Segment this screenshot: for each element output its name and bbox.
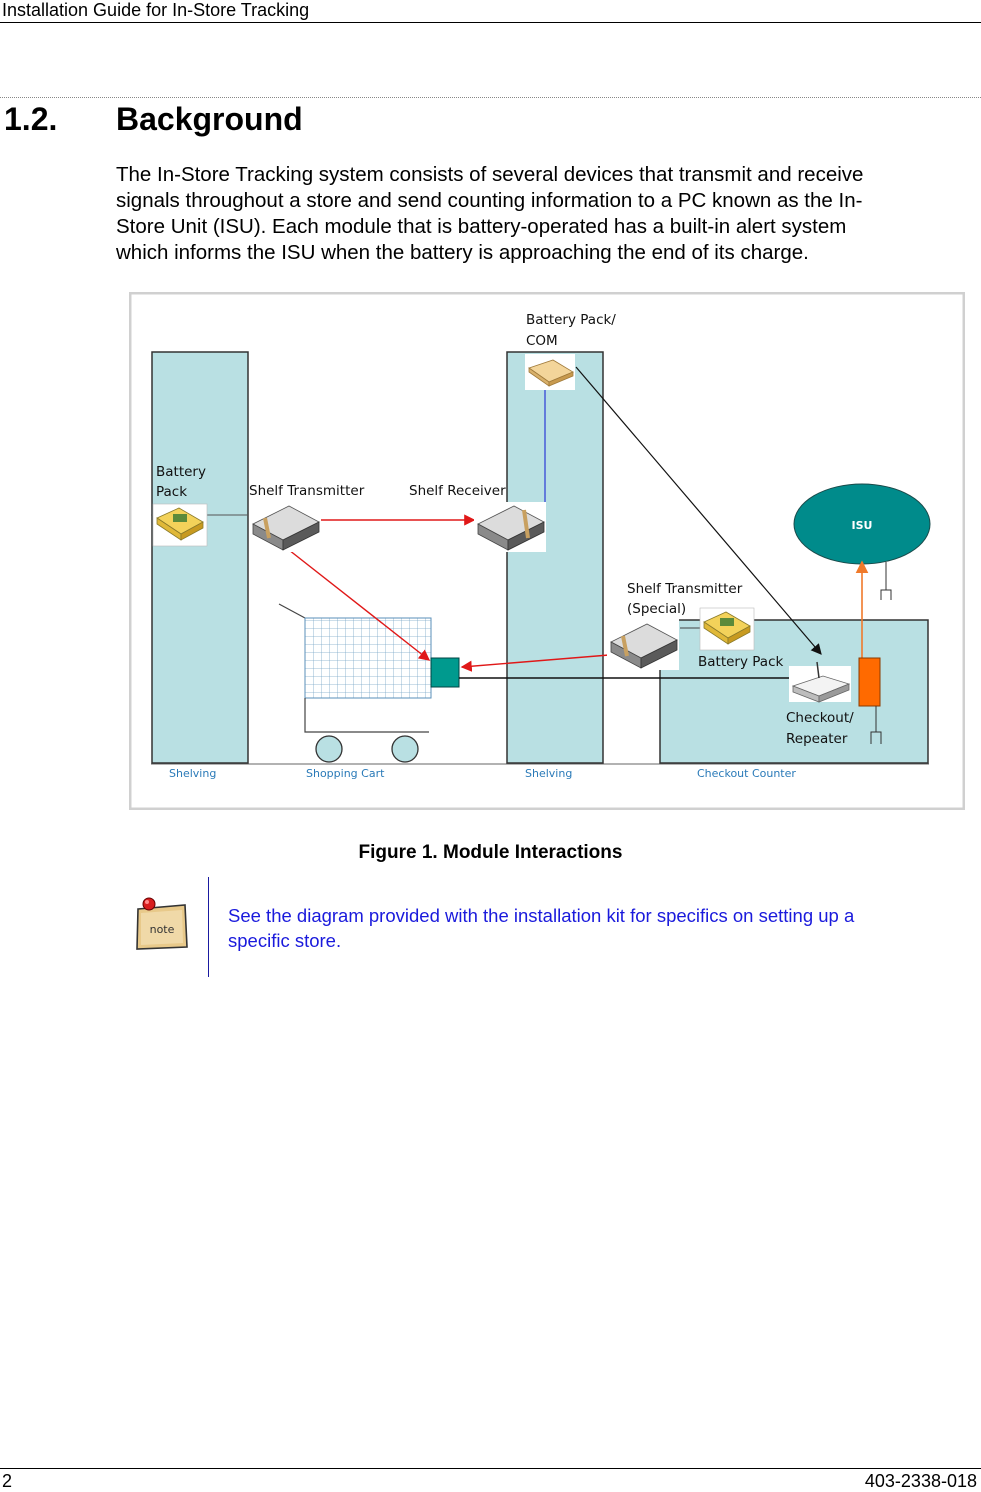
label-shelf-transmitter-special: (Special) [627,601,686,617]
label-checkout-repeater: Repeater [786,731,848,747]
cart-wheel [391,735,419,763]
intro-line: The In-Store Tracking system consists of… [116,163,864,186]
label-battery-pack-left: Battery [156,464,206,480]
shelving-left [151,351,249,764]
label-battery-pack-com: Battery Pack/ [526,312,616,328]
battery-pack-right-icon [699,607,755,651]
header-title: Installation Guide for In-Store Tracking [2,0,310,20]
note-line: See the diagram provided with the instal… [228,905,855,926]
label-checkout-repeater: Checkout/ [786,710,854,726]
label-shelf-receiver: Shelf Receiver [409,483,506,499]
intro-paragraph: The In-Store Tracking system consists of… [116,162,966,266]
battery-pack-com-icon [525,354,575,390]
note-icon: note [136,897,188,950]
page-number: 2 [2,1471,13,1491]
shopping-cart [278,603,432,763]
section-number: 1.2. [4,101,58,137]
link-com-to-repeater [575,366,822,655]
label-shelving-right: Shelving [525,767,572,780]
intro-line: Store Unit (ISU). Each module that is ba… [116,215,847,238]
section-divider [0,97,981,98]
shelf-transmitter-icon [249,502,321,552]
module-interactions-diagram: ISU [129,292,965,810]
page-footer: 2 403-2338-018 [0,1468,981,1492]
intro-line: signals throughout a store and send coun… [116,189,863,212]
label-battery-pack-right: Battery Pack [698,654,783,670]
running-header: Installation Guide for In-Store Tracking [0,0,981,23]
cart-tag-module [430,657,460,688]
shelving-right [506,351,604,764]
repeater-antenna-module [858,657,881,707]
label-shelving-left: Shelving [169,767,216,780]
label-shelf-transmitter-special: Shelf Transmitter [627,581,743,597]
shelf-receiver-icon [474,502,546,552]
checkout-repeater-icon [789,661,851,703]
link-transmitter-to-cart [288,549,431,661]
note-divider [208,877,209,977]
label-battery-pack-com: COM [526,333,558,349]
cart-wheel [315,735,343,763]
isu-label: ISU [852,519,873,532]
document-number: 403-2338-018 [864,1471,977,1491]
shelf-transmitter-special-icon [607,618,679,670]
note-line: specific store. [228,930,342,951]
note-icon-label: note [150,923,175,936]
battery-pack-left-icon [152,503,208,547]
note-text: See the diagram provided with the instal… [228,903,968,953]
link-special-to-cart [460,654,610,672]
section-title: Background [116,101,303,137]
ground-symbol [870,562,892,744]
label-battery-pack-left: Pack [156,484,187,500]
label-checkout-counter: Checkout Counter [697,767,796,780]
intro-line: which informs the ISU when the battery i… [116,241,809,264]
label-shopping-cart: Shopping Cart [306,767,385,780]
figure-caption: Figure 1. Module Interactions [358,842,623,863]
label-shelf-transmitter: Shelf Transmitter [249,483,365,499]
